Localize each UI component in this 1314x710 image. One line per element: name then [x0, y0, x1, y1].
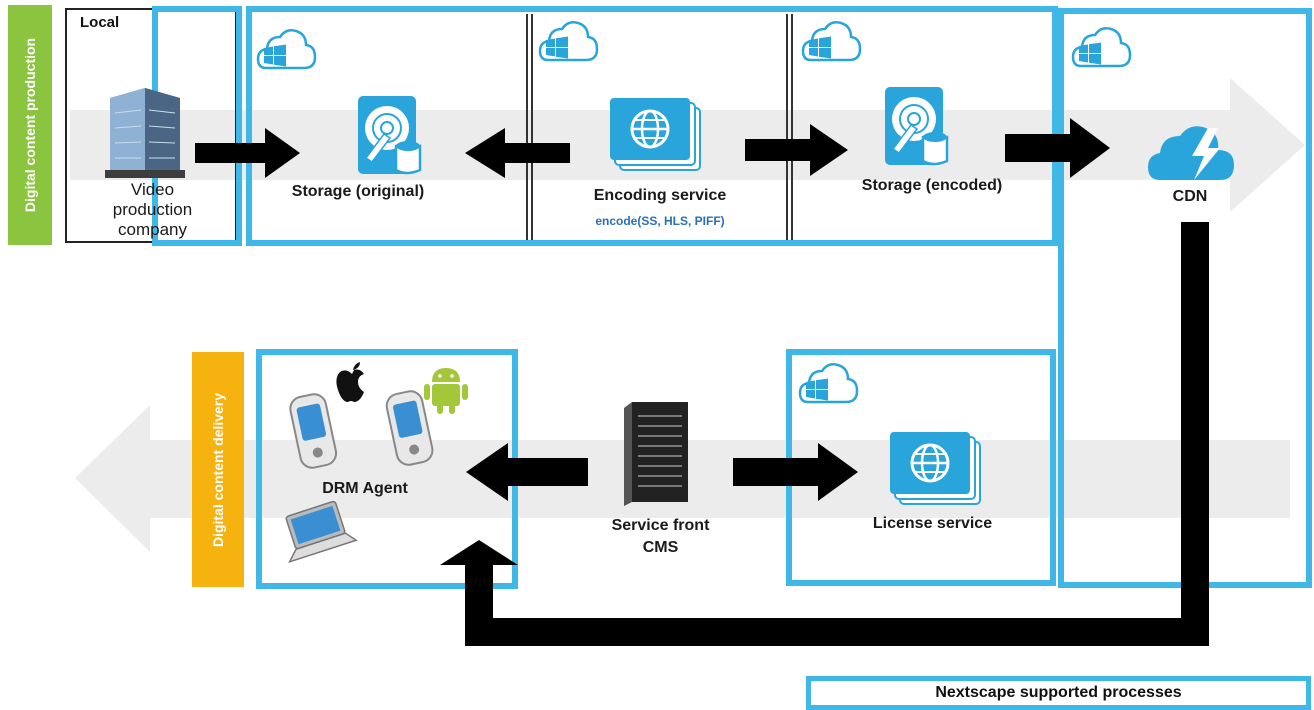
license-service-icon	[888, 430, 982, 506]
encoding-service-icon	[608, 96, 702, 172]
flow-arrows	[195, 118, 1209, 646]
android-icon	[424, 368, 468, 414]
storage-encoded-icon	[883, 85, 949, 167]
delivery-side-label: Digital content delivery	[192, 352, 244, 587]
cloud-windows-icon-cdn	[1071, 27, 1132, 68]
arrow-cdn-to-drm	[440, 222, 1209, 646]
encoding-service-label: Encoding service	[593, 187, 727, 204]
encoding-formats-label: encode(SS, HLS, PIFF)	[595, 214, 725, 228]
cloud-windows-icon-license	[798, 363, 859, 404]
cloud-windows-icon-encoding	[538, 21, 599, 62]
storage-encoded-label: Storage (encoded)	[861, 177, 1003, 194]
building-icon	[105, 88, 185, 178]
cloud-windows-icon-encoded	[801, 21, 862, 62]
cdn-cloud-lightning-icon	[1148, 126, 1234, 180]
laptop-icon	[285, 500, 358, 564]
phone-icon-left	[287, 391, 340, 471]
legend-box: Nextscape supported processes	[806, 676, 1311, 710]
local-title: Local	[80, 14, 120, 31]
legend-label: Nextscape supported processes	[935, 684, 1182, 701]
production-cloud-box	[246, 6, 1058, 246]
storage-original-label: Storage (original)	[291, 183, 425, 200]
video-production-company-label: Video production company	[112, 180, 193, 239]
arrow-encoding-to-original	[465, 128, 570, 178]
phone-icon-right	[383, 388, 436, 468]
storage-original-icon	[356, 94, 422, 176]
license-service-label: License service	[872, 515, 993, 532]
apple-icon	[336, 362, 364, 402]
arrow-cms-to-license	[733, 443, 858, 501]
arrow-cms-to-drm	[466, 443, 588, 501]
production-side-label: Digital content production	[8, 5, 52, 245]
cdn-label: CDN	[1172, 188, 1208, 205]
service-front-cms-label: Service front CMS	[611, 517, 710, 556]
arrow-encoding-to-encoded	[745, 124, 848, 176]
arrow-encoded-to-cdn	[1005, 118, 1110, 178]
drm-agent-label: DRM Agent	[322, 480, 408, 497]
server-tower-icon	[624, 402, 688, 506]
arrow-local-to-original	[195, 128, 300, 178]
cloud-windows-icon-original	[256, 29, 317, 70]
